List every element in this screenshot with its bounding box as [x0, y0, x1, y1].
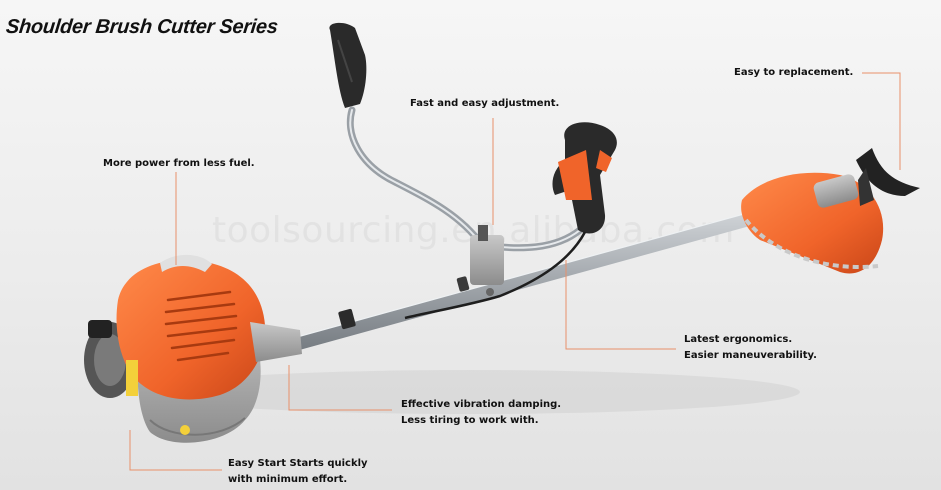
callout-replacement: Easy to replacement.	[734, 67, 854, 78]
callout-power: More power from less fuel.	[103, 158, 255, 169]
handlebar	[329, 22, 617, 320]
callout-adjustment: Fast and easy adjustment.	[410, 98, 560, 109]
engine	[84, 254, 302, 443]
callout-leader-lines	[129, 72, 901, 471]
callout-ergonomics: Latest ergonomics. Easier maneuverabilit…	[684, 334, 817, 361]
floor-reflection	[140, 370, 800, 414]
callout-vibration: Effective vibration damping. Less tiring…	[401, 399, 562, 426]
callout-easy-start: Easy Start Starts quickly with minimum e…	[228, 458, 368, 485]
cutting-head	[741, 148, 920, 274]
